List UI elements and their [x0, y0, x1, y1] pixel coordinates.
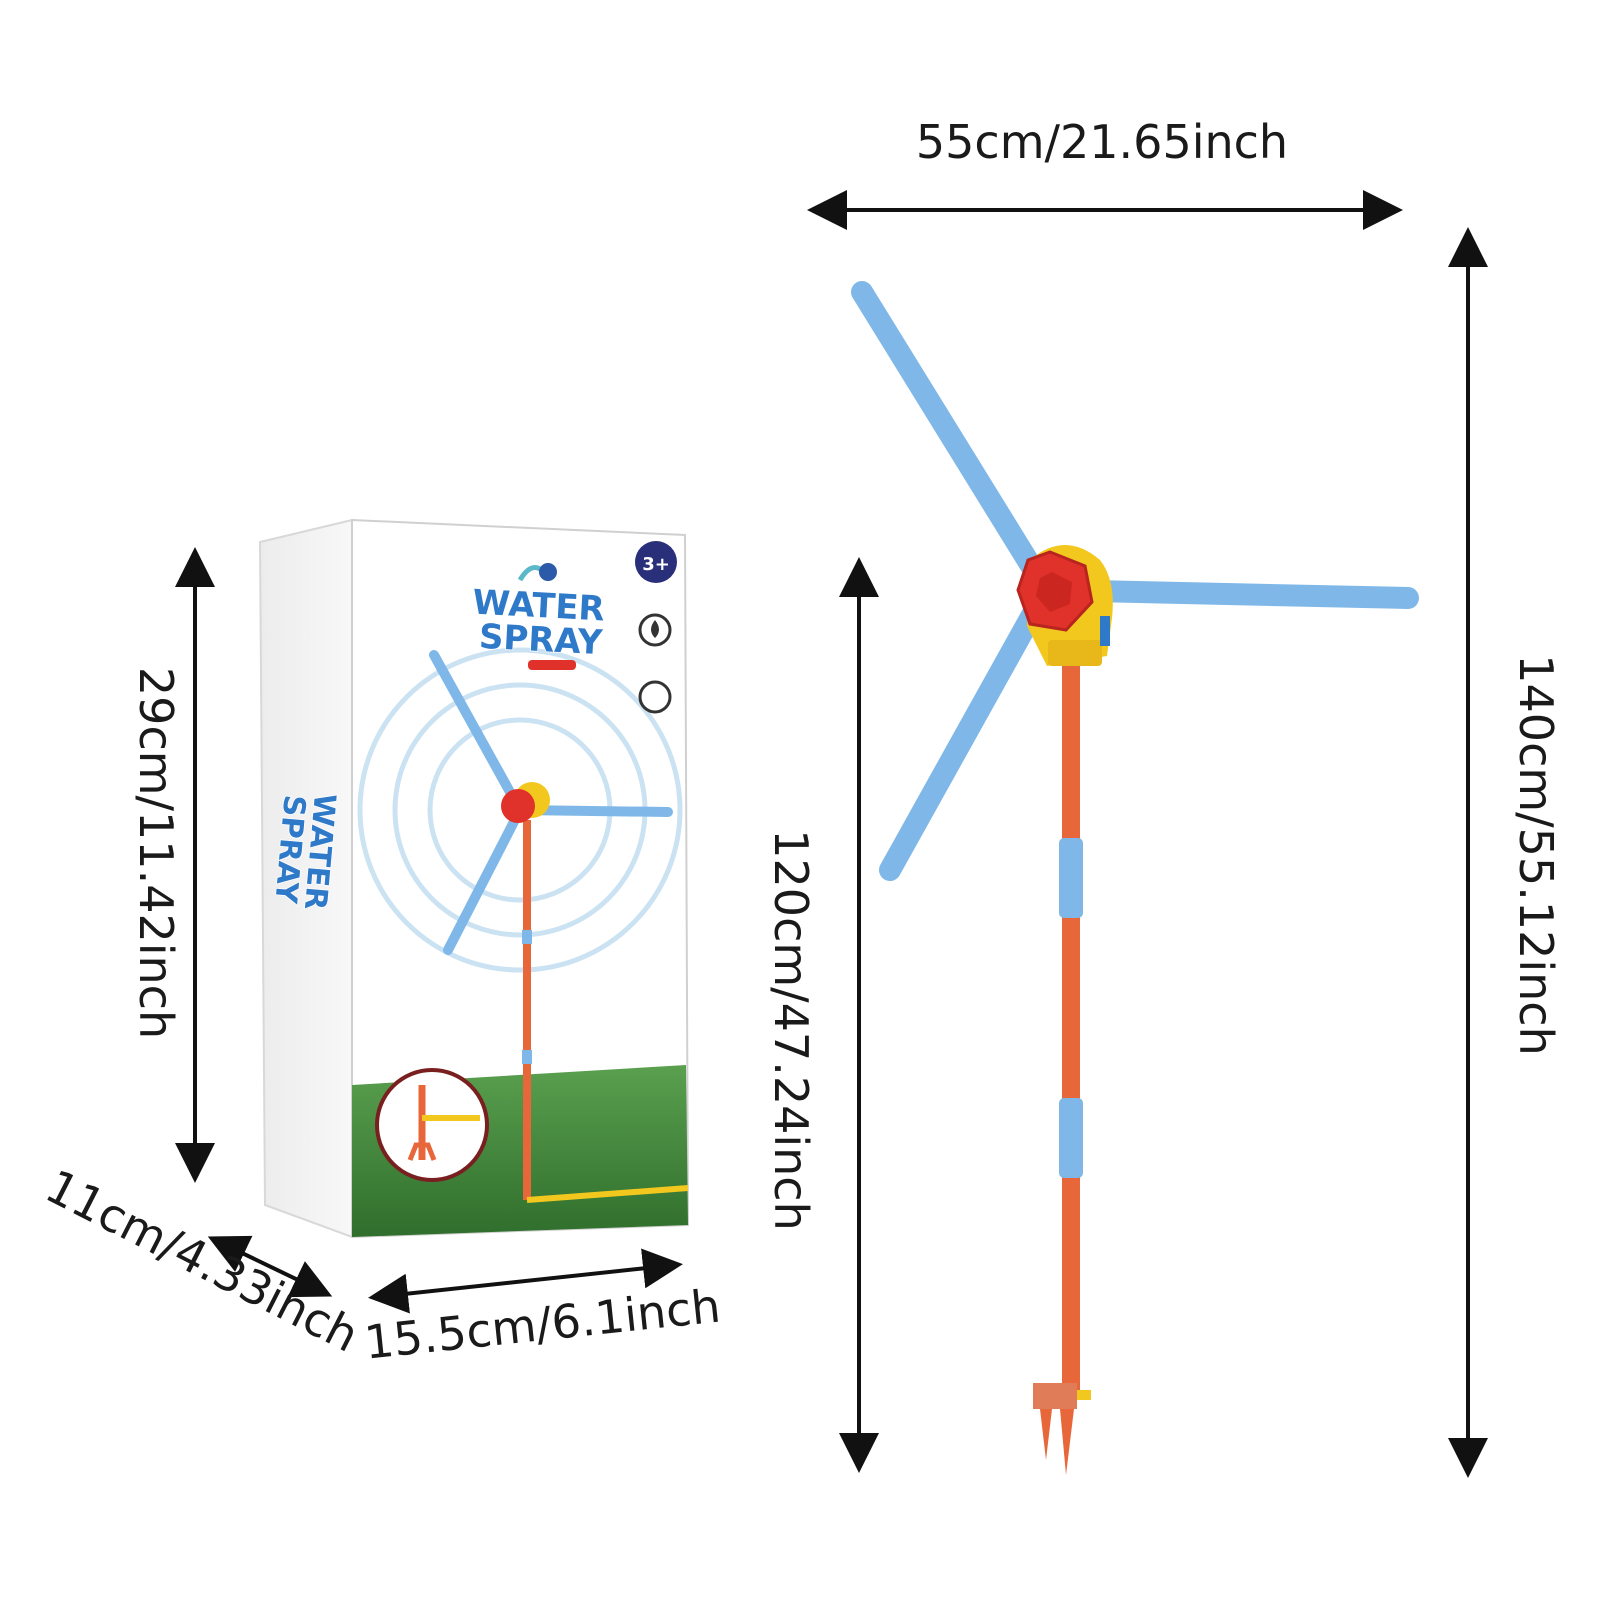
wingspan-label: 55cm/21.65inch	[916, 115, 1288, 169]
dimension-arrows	[175, 190, 1488, 1478]
pole-connector-1	[1059, 838, 1083, 918]
age-badge-label: 3+	[642, 554, 670, 575]
water-drop-icon	[638, 613, 672, 647]
box-sprinkler-illustration	[429, 650, 689, 1203]
box-brand-line-1: WATER	[471, 583, 605, 630]
total-height-label: 140cm/55.12inch	[1509, 654, 1563, 1055]
box-side-logo: WATER SPRAY	[267, 791, 343, 912]
hub-nozzle	[1100, 616, 1110, 646]
sprinkler-arm-bottom	[879, 579, 1057, 881]
pole-connector-2	[1059, 1098, 1083, 1178]
box-brand-line-2: SPRAY	[478, 617, 604, 663]
hub-collar	[1048, 640, 1102, 666]
sprinkler-pole	[1062, 660, 1080, 1390]
age-badge: 3+	[635, 541, 677, 583]
box-height-label: 29cm/11.42inch	[129, 667, 183, 1039]
sprinkler-arm-top	[851, 281, 1057, 601]
box-width-arrow	[368, 1248, 683, 1314]
box-feature-icons	[638, 613, 672, 714]
box-inset-detail	[375, 1068, 489, 1182]
box-brand-logo: WATER SPRAY	[471, 563, 606, 670]
sprinkler-product	[851, 281, 1419, 1475]
product-box: WATER SPRAY 3+ WATER SPRAY	[258, 518, 690, 1239]
box-depth-arrow	[207, 1235, 333, 1298]
kids-play-icon	[638, 680, 672, 714]
pole-height-label: 120cm/47.24inch	[764, 829, 818, 1230]
sprinkler-ground-stake	[1033, 1383, 1091, 1475]
